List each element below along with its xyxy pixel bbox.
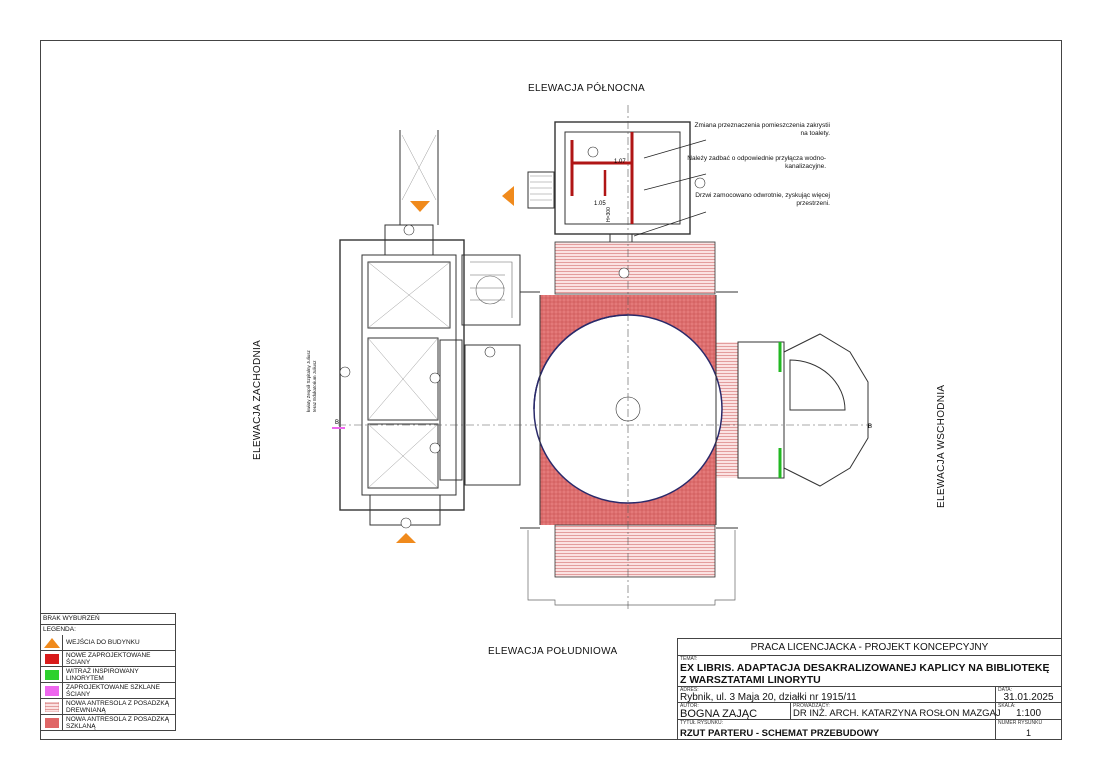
legend-item-label: NOWE ZAPROJEKTOWANE ŚCIANY <box>66 651 151 666</box>
west-wing <box>339 130 465 526</box>
pink-swatch <box>44 685 59 696</box>
address-value: Rybnik, ul. 3 Maja 20, działki nr 1915/1… <box>680 692 857 703</box>
drawing-sheet <box>40 40 1062 740</box>
entrance-north-icon <box>410 201 430 212</box>
side-note: kwiaty Zespół Szpitalny Juliusz teraz Ed… <box>306 350 318 412</box>
legend-item: NOWE ZAPROJEKTOWANE ŚCIANY <box>40 650 176 667</box>
title-block: PRACA LICENCJACKA - PROJEKT KONCEPCYJNY … <box>677 638 1062 740</box>
legend-header: LEGENDA: <box>40 624 176 635</box>
legend-item-label: ZAPROJEKTOWANE SZKLANE ŚCIANY <box>66 683 160 698</box>
legend-top-header: BRAK WYBURZEŃ <box>40 613 176 624</box>
supervisor-value: DR INŻ. ARCH. KATARZYNA ROSŁON MAZGAJ <box>793 708 1001 719</box>
legend-item: WEJŚCIA DO BUDYNKU <box>40 634 176 651</box>
triangle-icon <box>43 637 60 648</box>
legend-item: NOWA ANTRESOLA Z POSADZKĄ SZKLANĄ <box>40 714 176 731</box>
title-block-number: NUMER RYSUNKU 1 <box>996 720 1061 739</box>
title-block-drawing: TYTUŁ RYSUNKU: RZUT PARTERU - SCHEMAT PR… <box>678 720 996 739</box>
stair-hall <box>461 254 521 486</box>
date-value: 31.01.2025 <box>1003 692 1054 703</box>
scale-label: SKALA: <box>998 703 1016 709</box>
author-label: AUTOR: <box>680 703 699 709</box>
elevation-west-label: ELEWACJA ZACHODNIA <box>252 339 263 460</box>
title-block-header: PRACA LICENCJACKA - PROJEKT KONCEPCYJNY <box>678 639 1061 656</box>
legend-item-label: WEJŚCIA DO BUDYNKU <box>66 639 140 646</box>
red-swatch <box>44 653 59 664</box>
side-note-line-2: teraz Edukatorium Juliusz <box>312 360 317 412</box>
theme-line-1: EX LIBRIS. ADAPTACJA DESAKRALIZOWANEJ KA… <box>680 662 1050 674</box>
title-block-theme: TEMAT: EX LIBRIS. ADAPTACJA DESAKRALIZOW… <box>678 656 1061 687</box>
title-block-address: ADRES: Rybnik, ul. 3 Maja 20, działki nr… <box>678 687 996 703</box>
title-block-supervisor: PROWADZĄCY: DR INŻ. ARCH. KATARZYNA ROSŁ… <box>791 703 1001 720</box>
theme-line-2: Z WARSZTATAMI LINORYTU <box>680 674 821 686</box>
door-tags <box>339 146 706 529</box>
legend-item: WITRAŻ INSPIROWANY LINORYTEM <box>40 666 176 683</box>
room-label-1-07: 1.07 <box>614 159 626 165</box>
elevation-north-label: ELEWACJA PÓŁNOCNA <box>528 83 645 94</box>
date-label: DATA: <box>998 687 1012 693</box>
author-value: BOGNA ZAJĄC <box>680 708 758 720</box>
title-block-date: DATA: 31.01.2025 <box>996 687 1061 703</box>
legend-item: ZAPROJEKTOWANE SZKLANE ŚCIANY <box>40 682 176 699</box>
title-block-scale: SKALA: 1:100 <box>996 703 1061 720</box>
elevation-east-label: ELEWACJA WSCHODNIA <box>936 384 947 508</box>
legend-item: NOWA ANTRESOLA Z POSADZKĄ DREWNIANĄ <box>40 698 176 715</box>
room-label-height: H=300 <box>606 207 612 222</box>
section-mark-east: B <box>868 424 872 430</box>
drawing-value: RZUT PARTERU - SCHEMAT PRZEBUDOWY <box>680 728 880 739</box>
glass-swatch <box>44 717 59 728</box>
rotunda <box>520 241 738 606</box>
section-lines <box>338 105 872 612</box>
room-label-1-05: 1.05 <box>594 201 606 207</box>
section-mark-west: B <box>335 420 339 426</box>
entrance-south-icon <box>396 533 416 543</box>
north-annex <box>527 121 691 256</box>
green-swatch <box>44 669 59 680</box>
legend-item-label: WITRAŻ INSPIROWANY LINORYTEM <box>66 667 139 682</box>
legend-item-label: NOWA ANTRESOLA Z POSADZKĄ SZKLANĄ <box>66 715 170 730</box>
hatch-swatch <box>44 701 59 712</box>
east-apse <box>737 333 869 487</box>
drawing-label: TYTUŁ RYSUNKU: <box>680 720 723 726</box>
note-door: Drzwi zamocowano odwrotnie, zyskując wię… <box>695 192 830 207</box>
entrance-west-icon <box>502 186 514 206</box>
scale-value: 1:100 <box>1015 708 1042 719</box>
legend: BRAK WYBURZEŃ LEGENDA: WEJŚCIA DO BUDYNK… <box>40 613 176 731</box>
number-label: NUMER RYSUNKU <box>998 720 1043 726</box>
legend-item-label: NOWA ANTRESOLA Z POSADZKĄ DREWNIANĄ <box>66 699 170 714</box>
elevation-south-label: ELEWACJA POŁUDNIOWA <box>488 646 618 657</box>
leader-lines <box>633 139 707 237</box>
theme-value: EX LIBRIS. ADAPTACJA DESAKRALIZOWANEJ KA… <box>680 662 1049 686</box>
theme-label: TEMAT: <box>680 656 698 662</box>
note-plumbing: Należy zadbać o odpowiednie przyłącza wo… <box>687 155 826 170</box>
supervisor-label: PROWADZĄCY: <box>793 703 830 709</box>
title-block-author: AUTOR: BOGNA ZAJĄC <box>678 703 791 720</box>
address-label: ADRES: <box>680 687 699 693</box>
number-value: 1 <box>1025 728 1031 738</box>
note-sacristy: Zmiana przeznaczenia pomieszczenia zakry… <box>694 122 830 137</box>
